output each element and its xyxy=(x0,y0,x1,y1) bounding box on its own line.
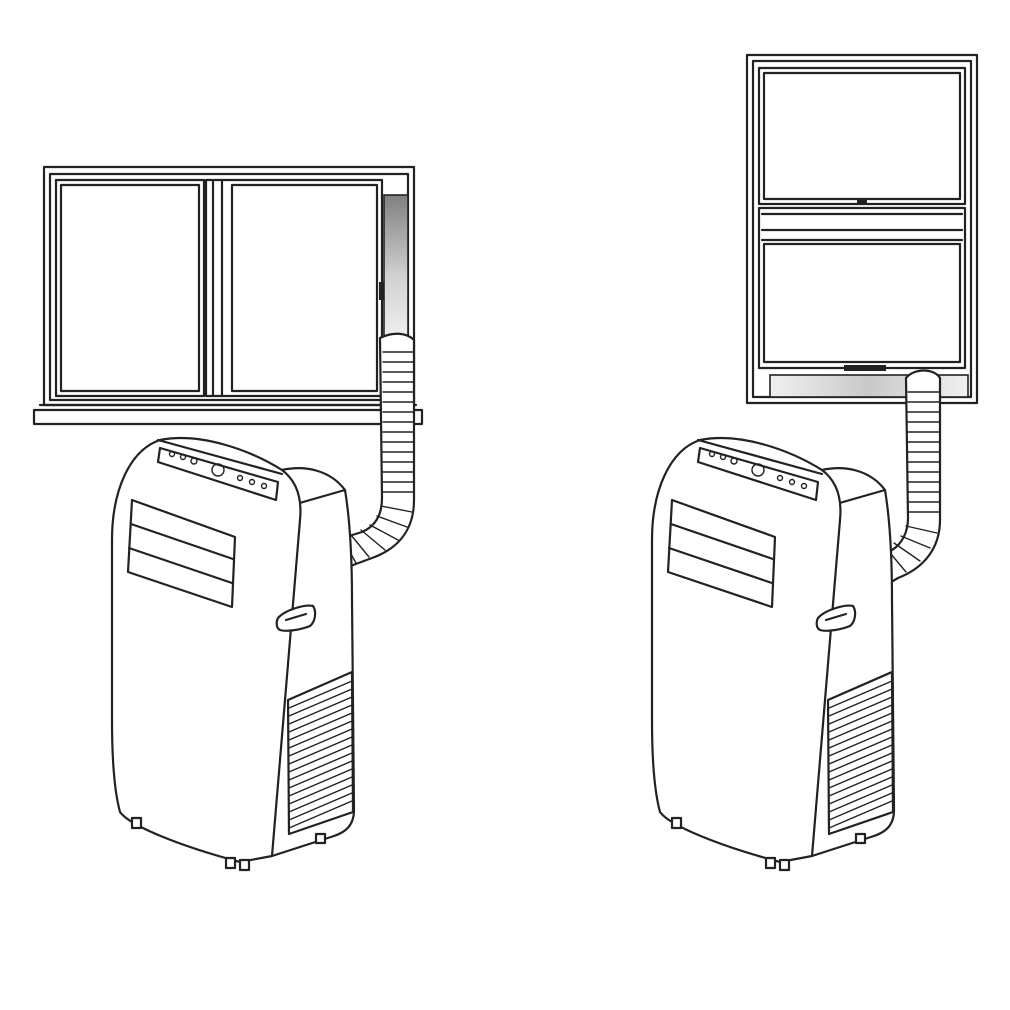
window-frame xyxy=(42,165,416,407)
intake-grille xyxy=(286,670,355,836)
upper-sash xyxy=(757,66,967,206)
window-glass-left xyxy=(59,183,201,393)
control-panel xyxy=(696,446,820,502)
control-panel xyxy=(156,446,280,502)
sash-lock xyxy=(857,198,867,203)
exhaust-hose xyxy=(878,369,942,586)
carry-handle xyxy=(815,604,857,632)
intake-grille xyxy=(826,670,895,836)
window-pane-left xyxy=(54,178,206,398)
carry-handle xyxy=(275,604,317,632)
window-glass-right xyxy=(230,183,379,393)
caster-wheels xyxy=(670,816,867,872)
exhaust-hose xyxy=(334,332,416,570)
caster-wheels xyxy=(130,816,327,872)
window-sill xyxy=(32,408,424,426)
sash-lift xyxy=(844,365,886,371)
sash-window xyxy=(745,53,979,405)
portable-air-conditioner xyxy=(650,436,896,872)
unit-front-panel xyxy=(110,436,302,864)
window-latch xyxy=(379,282,384,300)
portable-air-conditioner xyxy=(110,436,356,872)
lower-glass xyxy=(762,242,962,364)
sliding-window xyxy=(32,165,424,426)
window-slider-kit xyxy=(383,194,409,346)
unit-front-panel xyxy=(650,436,842,864)
